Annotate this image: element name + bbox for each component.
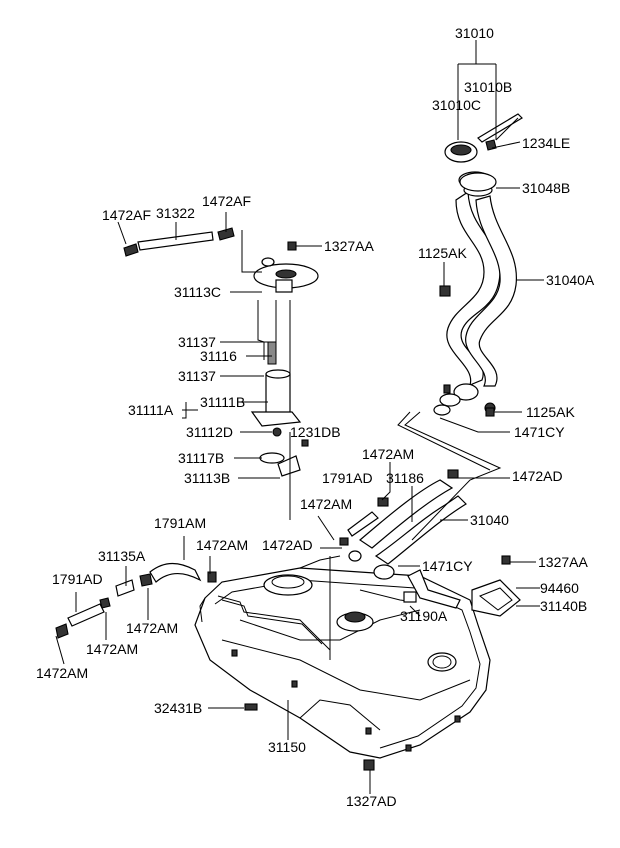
label-1234LE: 1234LE bbox=[522, 135, 570, 151]
label-31040: 31040 bbox=[470, 512, 509, 528]
label-31190A: 31190A bbox=[400, 608, 448, 624]
label-31010C: 31010C bbox=[432, 97, 481, 113]
label-1471CY-upper: 1471CY bbox=[514, 424, 565, 440]
label-31137-lower: 31137 bbox=[178, 368, 216, 384]
label-1472AM-lower-mid: 1472AM bbox=[86, 641, 138, 657]
vent-hoses bbox=[339, 411, 502, 580]
fuel-tank bbox=[194, 555, 491, 759]
label-1472AF-right: 1472AF bbox=[202, 193, 251, 209]
label-31137-upper: 31137 bbox=[178, 334, 216, 350]
label-31040A: 31040A bbox=[546, 272, 595, 288]
label-31113C: 31113C bbox=[174, 284, 221, 300]
label-1472AM-lower-left: 1472AM bbox=[36, 665, 88, 681]
label-1472AM-top: 1472AM bbox=[362, 446, 414, 462]
label-1472AD-center: 1472AD bbox=[262, 537, 313, 553]
label-31048B: 31048B bbox=[522, 180, 570, 196]
label-1471CY-lower: 1471CY bbox=[422, 558, 473, 574]
label-1472AM-mid: 1472AM bbox=[300, 496, 352, 512]
label-1472AD-right: 1472AD bbox=[512, 468, 563, 484]
label-31322: 31322 bbox=[156, 205, 195, 221]
label-1472AM-pump: 1472AM bbox=[196, 537, 248, 553]
label-31111B: 31111B bbox=[200, 394, 245, 410]
label-1472AM-lower-right: 1472AM bbox=[126, 620, 178, 636]
label-31117B: 31117B bbox=[178, 450, 224, 466]
label-31116: 31116 bbox=[200, 348, 237, 364]
fuel-pump-module bbox=[250, 257, 319, 477]
label-1791AD-lower: 1791AD bbox=[52, 571, 103, 587]
label-32431B: 32431B bbox=[154, 700, 202, 716]
label-31135A: 31135A bbox=[98, 548, 146, 564]
access-cover bbox=[403, 569, 521, 617]
label-1327AA-top: 1327AA bbox=[324, 238, 374, 254]
label-1125AK-bottom: 1125AK bbox=[526, 404, 575, 420]
label-1125AK-top: 1125AK bbox=[418, 245, 467, 261]
part-number-labels: 31010 31010B 31010C 1234LE 31048B 1472AF… bbox=[36, 25, 595, 809]
label-1327AA-right: 1327AA bbox=[538, 554, 588, 570]
label-1472AF-left: 1472AF bbox=[102, 207, 151, 223]
label-1791AM: 1791AM bbox=[154, 515, 206, 531]
label-31113B: 31113B bbox=[184, 470, 230, 486]
label-94460: 94460 bbox=[540, 580, 579, 596]
filler-neck bbox=[433, 113, 523, 416]
hoses-and-clips bbox=[55, 227, 511, 771]
label-31010B: 31010B bbox=[464, 79, 512, 95]
leader-lines bbox=[55, 40, 544, 794]
label-31112D: 31112D bbox=[186, 424, 233, 440]
label-31140B: 31140B bbox=[540, 598, 587, 614]
label-1327AD: 1327AD bbox=[346, 793, 397, 809]
label-31111A: 31111A bbox=[128, 402, 174, 418]
label-31150: 31150 bbox=[268, 739, 306, 755]
label-31186: 31186 bbox=[386, 470, 424, 486]
label-1231DB: 1231DB bbox=[290, 424, 341, 440]
label-31010: 31010 bbox=[455, 25, 494, 41]
label-1791AD-upper: 1791AD bbox=[322, 470, 373, 486]
